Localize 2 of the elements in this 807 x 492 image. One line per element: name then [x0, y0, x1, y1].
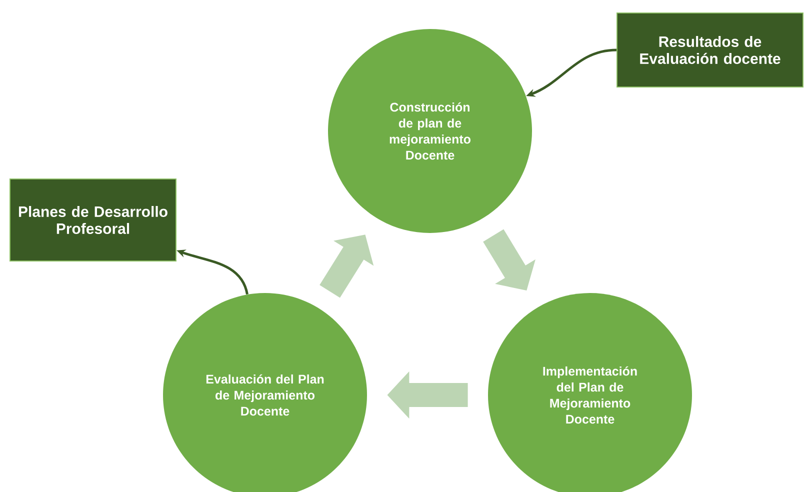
text-box: Resultados de Evaluación docente — [616, 12, 804, 88]
text-box: Planes de Desarrollo Profesoral — [10, 178, 176, 262]
